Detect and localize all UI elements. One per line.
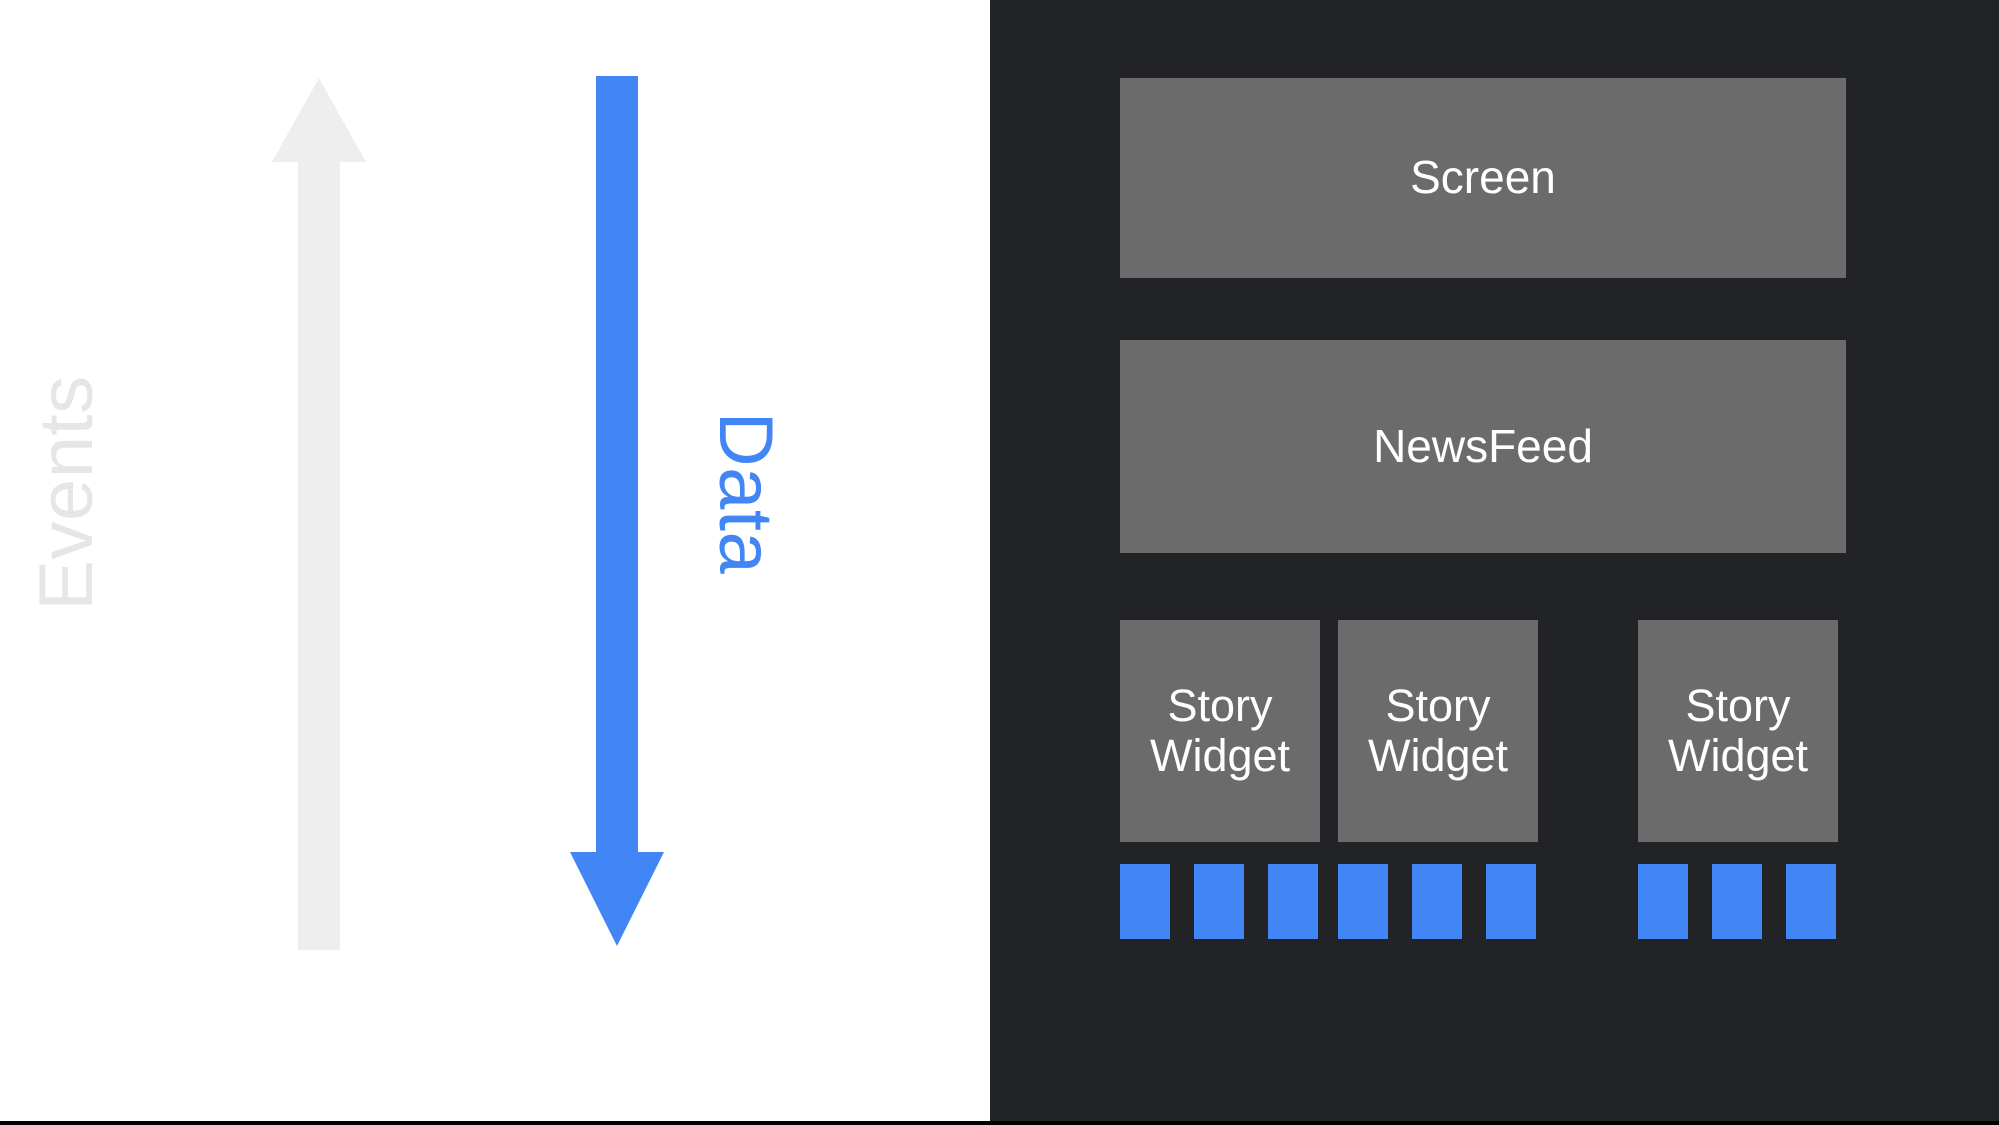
story-widget-line2-2: Widget [1667, 730, 1809, 781]
chip-group-0 [1120, 864, 1318, 939]
chip-2-0[interactable] [1638, 864, 1688, 939]
chip-0-2[interactable] [1268, 864, 1318, 939]
story-widget-line1-0: Story [1167, 679, 1273, 731]
chip-1-0[interactable] [1338, 864, 1388, 939]
left-panel: Events Data [0, 0, 990, 1121]
chip-0-0[interactable] [1120, 864, 1170, 939]
chip-group-1 [1338, 864, 1536, 939]
chip-1-1[interactable] [1412, 864, 1462, 939]
newsfeed-box[interactable]: NewsFeed [1120, 340, 1846, 553]
story-widget-line1-1: Story [1385, 679, 1491, 731]
chip-group-2 [1638, 864, 1836, 939]
chip-0-1[interactable] [1194, 864, 1244, 939]
story-widget-line2-0: Widget [1149, 730, 1291, 781]
newsfeed-box-label: NewsFeed [1373, 419, 1593, 472]
screen-box[interactable]: Screen [1120, 78, 1846, 278]
chip-2-2[interactable] [1786, 864, 1836, 939]
events-arrow-icon [272, 78, 366, 950]
bottom-divider [0, 1121, 1999, 1125]
story-widget-line2-1: Widget [1367, 730, 1509, 781]
data-axis-label: Data [703, 411, 788, 575]
events-axis-label: Events [24, 375, 109, 611]
screen-box-label: Screen [1410, 151, 1556, 204]
chip-1-2[interactable] [1486, 864, 1536, 939]
chip-2-1[interactable] [1712, 864, 1762, 939]
story-widget-line1-2: Story [1685, 679, 1791, 731]
data-arrow-icon [570, 76, 664, 946]
